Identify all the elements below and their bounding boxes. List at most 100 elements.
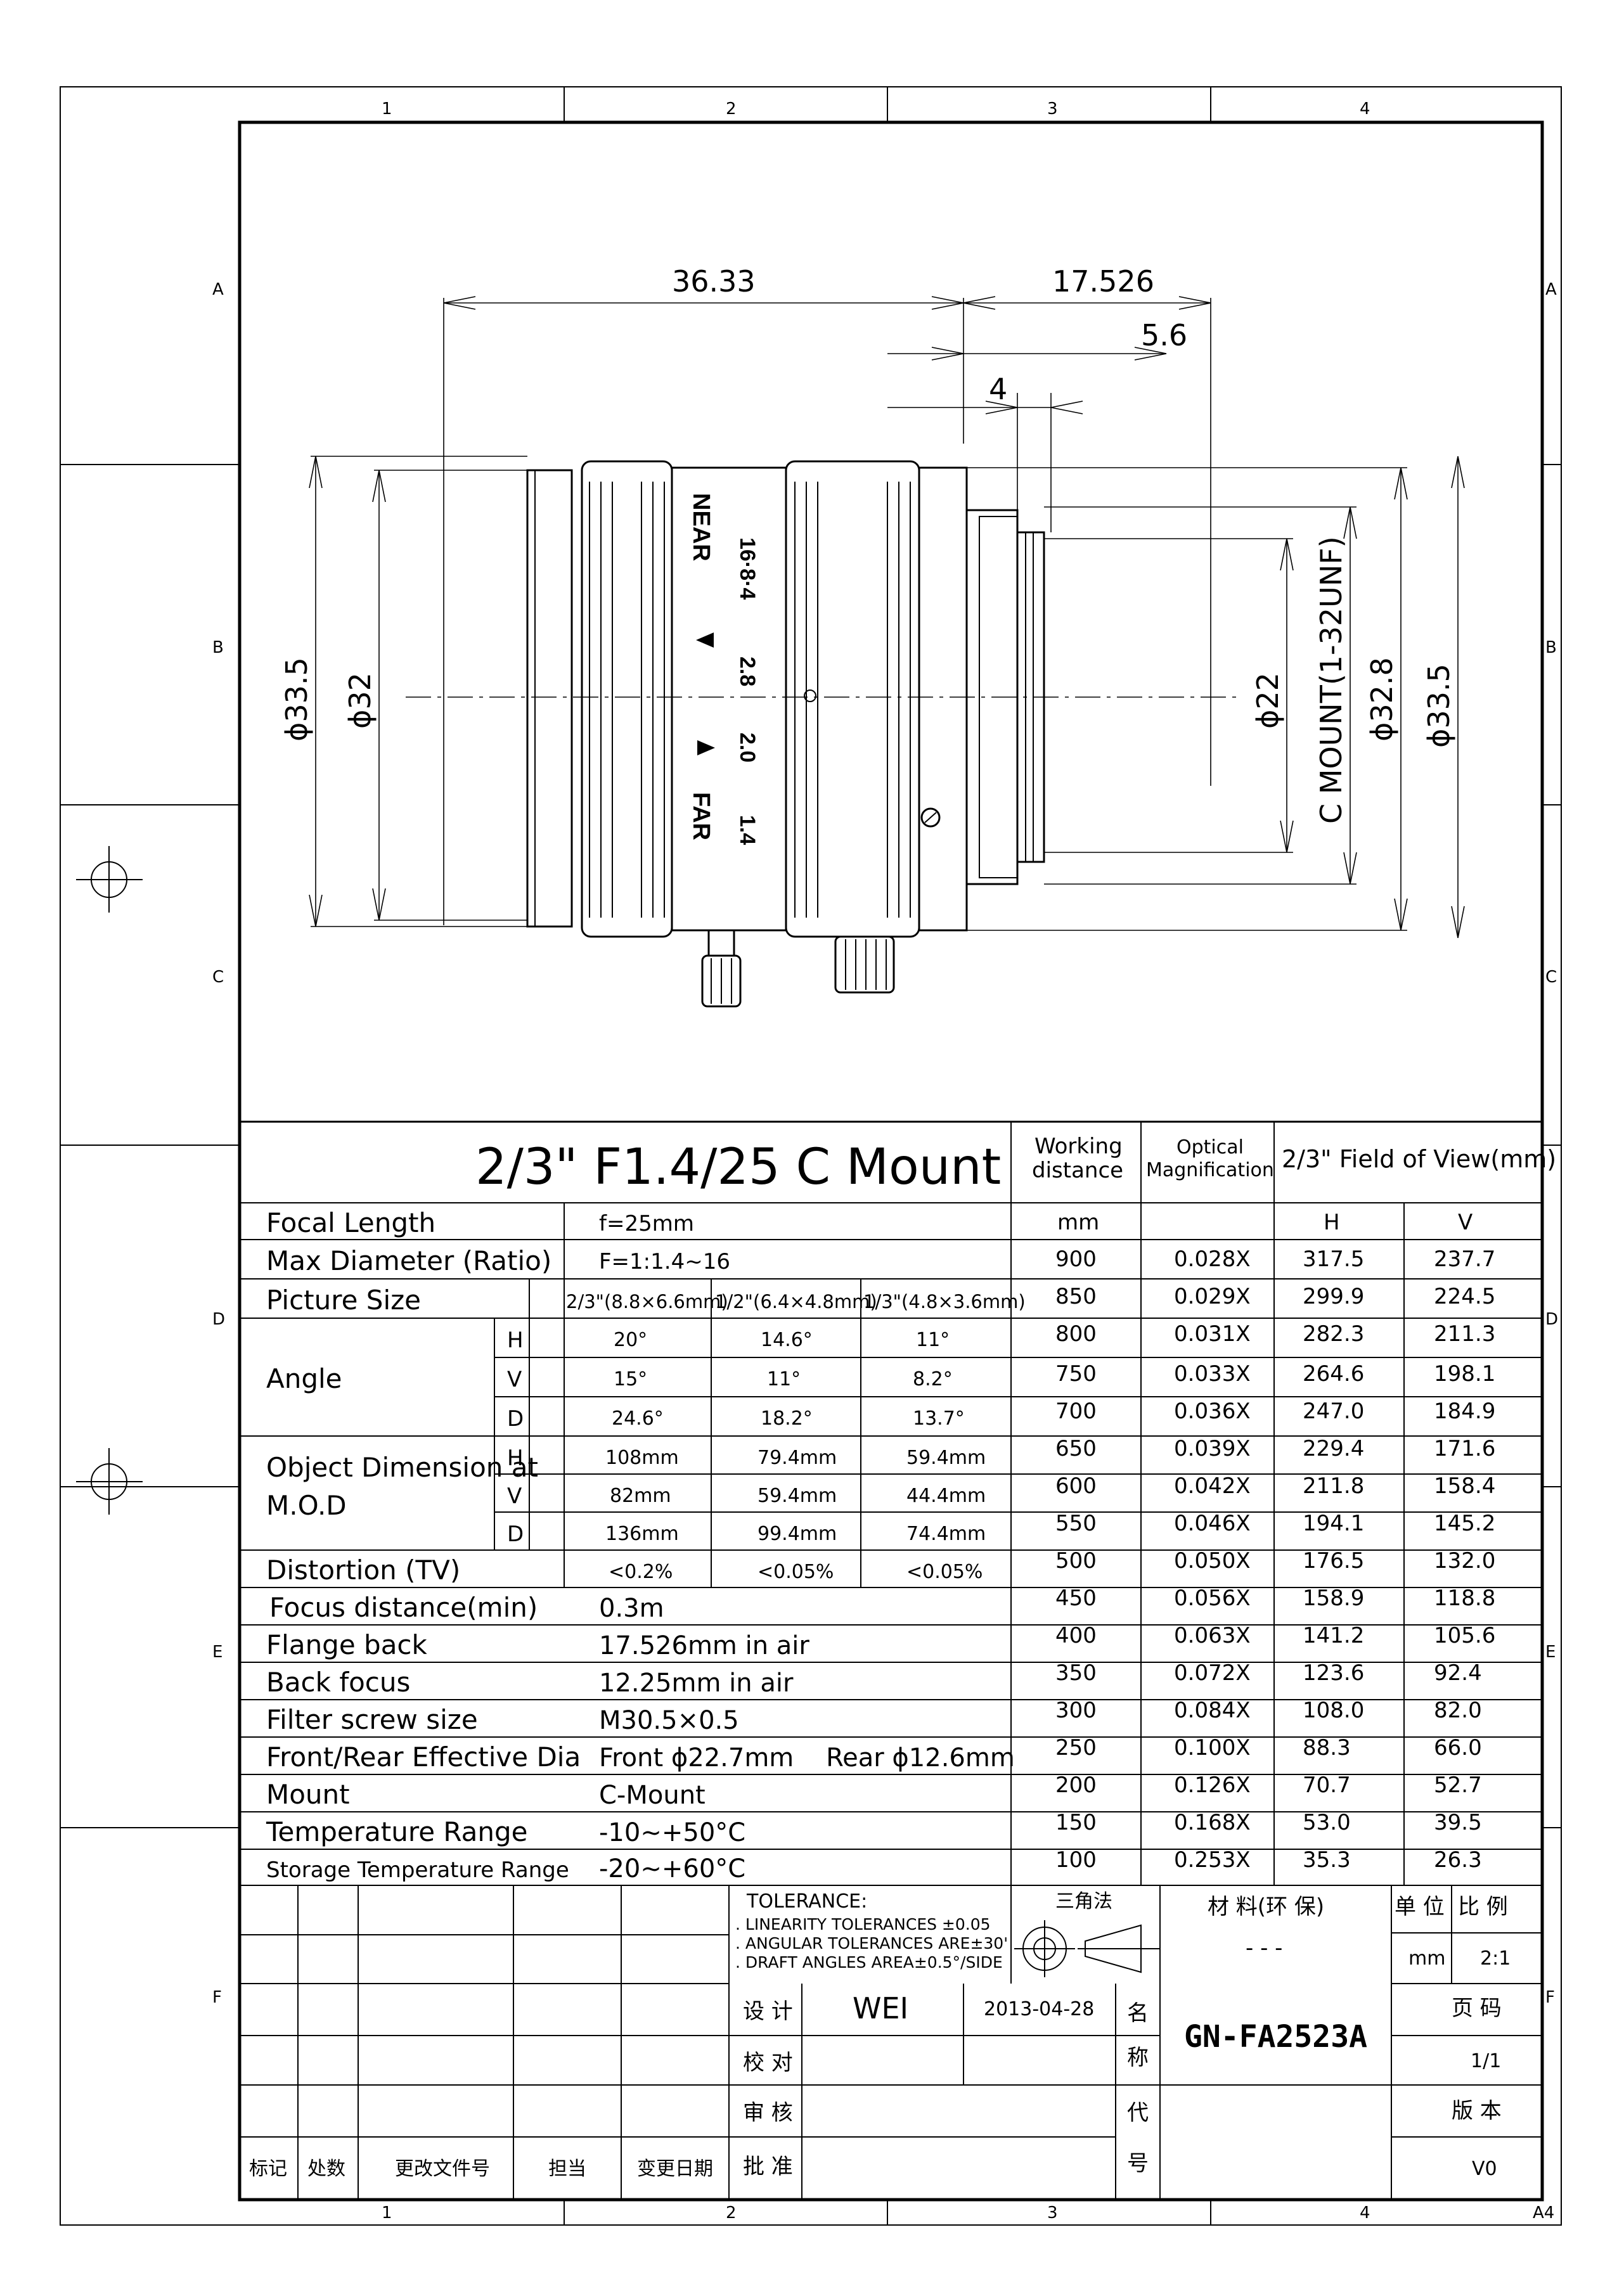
fov-h: 35.3 bbox=[1303, 1847, 1351, 1873]
fov-distance: 900 bbox=[1055, 1247, 1097, 1272]
spec-value-effdia: Front ϕ22.7mm Rear ϕ12.6mm bbox=[599, 1743, 1015, 1773]
fov-h: 141.2 bbox=[1303, 1623, 1364, 1648]
fov-h: 247.0 bbox=[1303, 1399, 1364, 1424]
version-value: V0 bbox=[1472, 2158, 1497, 2180]
fov-distance: 350 bbox=[1055, 1660, 1097, 1686]
fov-v: 158.4 bbox=[1434, 1473, 1495, 1499]
tolerance-line-1: . LINEARITY TOLERANCES ±0.05 bbox=[735, 1915, 991, 1934]
tolerance-title: TOLERANCE: bbox=[746, 1890, 867, 1913]
fov-magnification: 0.033X bbox=[1174, 1361, 1251, 1387]
fov-v: 118.8 bbox=[1434, 1586, 1495, 1611]
material-value: - - - bbox=[1246, 1935, 1282, 1961]
fov-h: 282.3 bbox=[1303, 1321, 1364, 1347]
objdim-v-3: 44.4mm bbox=[906, 1485, 986, 1507]
angle-d-1: 24.6° bbox=[612, 1408, 664, 1430]
rev-col-mark: 标记 bbox=[249, 2158, 287, 2180]
zone-bottom-1: 1 bbox=[382, 2203, 392, 2222]
fov-v: 92.4 bbox=[1434, 1660, 1482, 1686]
spec-title: 2/3" F1.4/25 C Mount bbox=[475, 1139, 1001, 1196]
spec-value-filter: M30.5×0.5 bbox=[599, 1706, 739, 1735]
fov-h: 211.8 bbox=[1303, 1473, 1364, 1499]
spec-value-backfocus: 12.25mm in air bbox=[599, 1669, 794, 1698]
fov-header-optical: Optical bbox=[1176, 1136, 1244, 1158]
marking-f20: 2.0 bbox=[735, 733, 759, 762]
fov-h: 229.4 bbox=[1303, 1436, 1364, 1461]
dimension-lines bbox=[311, 298, 1459, 938]
zone-bottom-2: 2 bbox=[726, 2203, 737, 2222]
sheet-size-label: A4 bbox=[1533, 2203, 1554, 2222]
fov-v: 82.0 bbox=[1434, 1698, 1482, 1723]
dim-mount-len: 5.6 bbox=[1141, 318, 1187, 352]
spec-label-angle: Angle bbox=[266, 1363, 342, 1394]
fov-v: 211.3 bbox=[1434, 1321, 1495, 1347]
objdim-d-2: 99.4mm bbox=[757, 1523, 837, 1545]
rev-col-count: 处数 bbox=[307, 2158, 345, 2180]
spec-label-objdim-2: M.O.D bbox=[266, 1490, 347, 1521]
inner-border bbox=[238, 120, 1544, 2202]
fov-distance: 600 bbox=[1055, 1473, 1097, 1499]
zone-left-c: C bbox=[212, 968, 224, 987]
angle-v-3: 8.2° bbox=[913, 1368, 953, 1390]
rear-knurl bbox=[794, 482, 911, 918]
fov-magnification: 0.056X bbox=[1174, 1586, 1251, 1611]
projection-label: 三角法 bbox=[1055, 1890, 1112, 1913]
spec-table-grid bbox=[240, 1120, 1542, 1886]
distortion-3: <0.05% bbox=[906, 1561, 983, 1583]
zone-left-e: E bbox=[212, 1643, 222, 1662]
zone-left-a: A bbox=[212, 280, 224, 299]
spec-value-storage: -20~+60°C bbox=[599, 1854, 745, 1883]
fov-distance: 100 bbox=[1055, 1847, 1097, 1873]
fov-magnification: 0.050X bbox=[1174, 1548, 1251, 1574]
dim-thread-len: 4 bbox=[989, 372, 1007, 406]
fov-magnification: 0.126X bbox=[1174, 1773, 1251, 1798]
objdim-v-1: 82mm bbox=[610, 1485, 671, 1507]
objdim-v-2: 59.4mm bbox=[757, 1485, 837, 1507]
arrow-near-icon bbox=[696, 632, 714, 648]
angle-v-1: 15° bbox=[614, 1368, 647, 1390]
spec-label-temp: Temperature Range bbox=[266, 1816, 528, 1847]
fov-header-distance: distance bbox=[1032, 1158, 1123, 1183]
distortion-1: <0.2% bbox=[609, 1561, 673, 1583]
dim-c-mount: C MOUNT(1-32UNF) bbox=[1314, 536, 1348, 824]
fov-magnification: 0.072X bbox=[1174, 1660, 1251, 1686]
rev-col-date: 变更日期 bbox=[637, 2158, 713, 2180]
spec-label-mount: Mount bbox=[266, 1779, 350, 1810]
fov-distance: 450 bbox=[1055, 1586, 1097, 1611]
angle-h-1: 20° bbox=[614, 1329, 647, 1351]
zone-top-4: 4 bbox=[1360, 99, 1370, 119]
fov-distance: 500 bbox=[1055, 1548, 1097, 1574]
arrow-far-icon bbox=[697, 740, 715, 755]
spec-format-2: 1/2"(6.4×4.8mm) bbox=[715, 1291, 877, 1312]
fov-h: 123.6 bbox=[1303, 1660, 1364, 1686]
fov-magnification: 0.100X bbox=[1174, 1735, 1251, 1760]
fov-distance: 400 bbox=[1055, 1623, 1097, 1648]
front-knurl bbox=[589, 482, 665, 918]
fov-h: 158.9 bbox=[1303, 1586, 1364, 1611]
zone-right-c: C bbox=[1545, 968, 1557, 987]
version-label: 版 本 bbox=[1452, 2098, 1502, 2124]
spec-label-filter: Filter screw size bbox=[266, 1704, 478, 1735]
angle-h-2: 14.6° bbox=[761, 1329, 813, 1351]
objdim-h-3: 59.4mm bbox=[906, 1447, 986, 1469]
fov-magnification: 0.028X bbox=[1174, 1247, 1251, 1272]
fov-h: 88.3 bbox=[1303, 1735, 1351, 1760]
fov-h: 53.0 bbox=[1303, 1810, 1351, 1835]
dim-overall: 36.33 bbox=[672, 264, 756, 298]
fov-h: 108.0 bbox=[1303, 1698, 1364, 1723]
spec-label-focal: Focal Length bbox=[266, 1207, 435, 1238]
fov-magnification: 0.031X bbox=[1174, 1321, 1251, 1347]
code-label-1: 代 bbox=[1127, 2100, 1149, 2126]
tolerance-line-2: . ANGULAR TOLERANCES ARE±30' bbox=[735, 1934, 1008, 1953]
zone-right-f: F bbox=[1545, 1988, 1555, 2007]
spec-value-temp: -10~+50°C bbox=[599, 1818, 745, 1847]
zone-left-b: B bbox=[212, 638, 224, 657]
unit-label: 单 位 bbox=[1395, 1894, 1445, 1920]
spec-label-objdim: Object Dimension at bbox=[266, 1452, 538, 1483]
code-label-2: 号 bbox=[1127, 2151, 1149, 2176]
registration-mark-bottom bbox=[76, 1448, 143, 1515]
fov-h: 194.1 bbox=[1303, 1511, 1364, 1536]
title-block-grid bbox=[240, 1885, 1542, 2200]
zone-bottom-4: 4 bbox=[1360, 2203, 1370, 2222]
